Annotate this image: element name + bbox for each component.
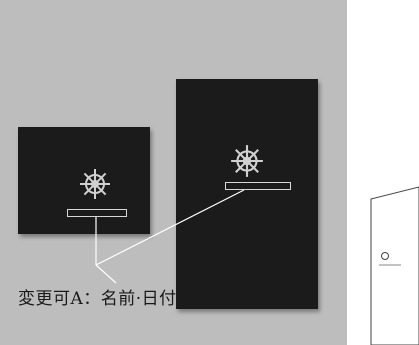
large-card: [176, 79, 318, 309]
name-date-label-box: [67, 209, 127, 217]
ship-wheel-icon: [231, 145, 263, 177]
small-card: [18, 127, 150, 234]
caption-text: 変更可A：名前·日付: [18, 289, 177, 309]
callout-lines: [95, 189, 245, 284]
booklet-diagram: [370, 186, 419, 345]
ship-wheel-icon: [80, 169, 110, 199]
name-date-label-box: [225, 182, 291, 190]
emblem-icon: [381, 252, 389, 260]
product-photo: 変更可A：名前·日付: [0, 0, 347, 345]
